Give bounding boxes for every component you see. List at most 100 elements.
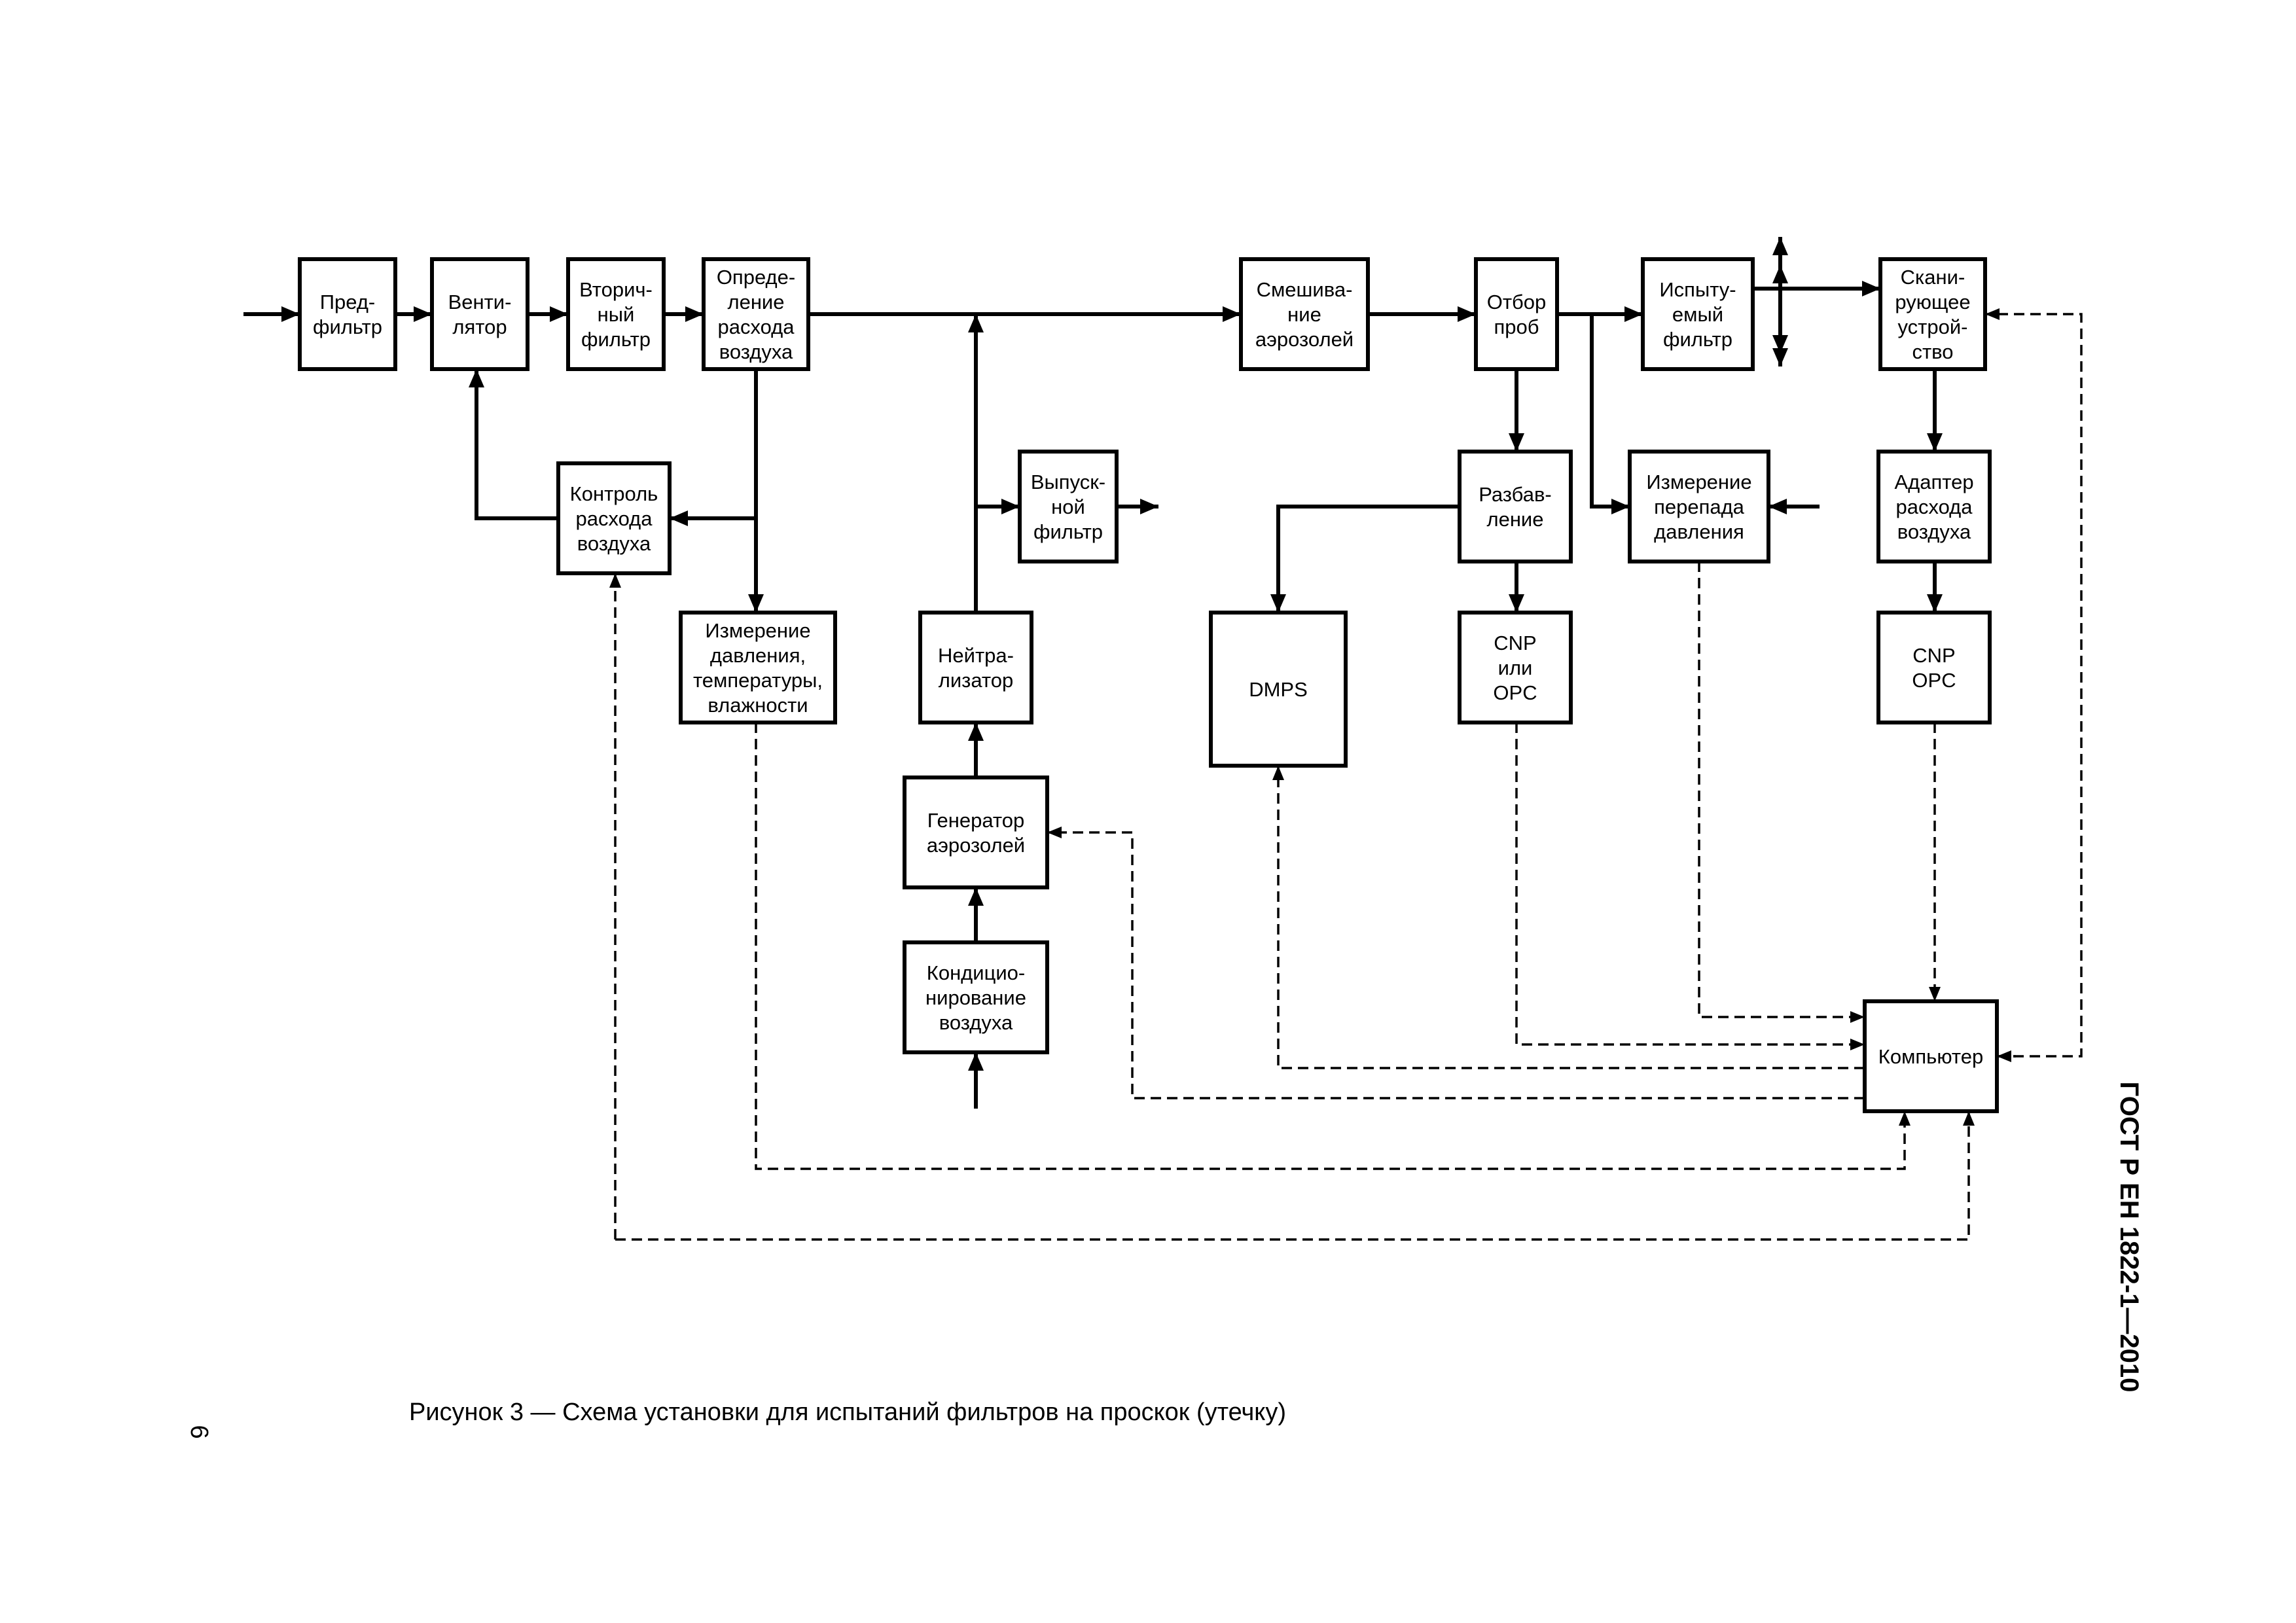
arrowhead (968, 1052, 984, 1071)
standard-designation: ГОСТ Р ЕН 1822-1—2010 (2115, 1082, 2144, 1393)
flow-control-box (556, 461, 672, 575)
mixing-label-line: ние (1287, 303, 1321, 326)
computer-block: Компьютер (1863, 999, 1999, 1113)
signal-line (1985, 313, 2083, 1058)
neutralizer-box (918, 611, 1033, 724)
neutralizer-label-line: лизатор (939, 669, 1014, 692)
aerosol-generator-label-line: аэрозолей (927, 834, 1025, 857)
arrowhead (1899, 1111, 1910, 1126)
arrowhead (1862, 281, 1880, 296)
arrowhead (1624, 306, 1643, 322)
flow-determination-label-line: воздуха (719, 340, 793, 363)
air-conditioning-label-line: воздуха (939, 1011, 1013, 1034)
scanner-box (1878, 257, 1987, 371)
arrowhead (968, 722, 984, 741)
fan-label-line: Венти- (448, 291, 512, 313)
fan-label-line: лятор (452, 315, 507, 338)
arrowhead (1001, 499, 1020, 514)
neutralizer-block: Нейтра-лизатор (918, 611, 1033, 724)
secondary-filter-label-line: фильтр (581, 328, 651, 351)
cnp-or-opc-label-line: OPC (1493, 681, 1537, 704)
computer-box (1863, 999, 1999, 1113)
dmps-box (1209, 611, 1348, 768)
scanner-label-line: рующее (1895, 291, 1970, 313)
arrowhead (609, 573, 621, 588)
arrowhead (1985, 308, 2000, 320)
flow-determination-label-line: ление (727, 291, 784, 313)
ptm-measurement-label-line: Измерение (705, 619, 810, 642)
sampling-label-line: проб (1494, 315, 1539, 338)
secondary-filter-label-line: ный (598, 303, 635, 326)
arrowhead (1509, 594, 1524, 613)
flow-control-label-line: расхода (575, 507, 653, 530)
page-number: 6 (185, 1425, 213, 1438)
arrowhead (414, 306, 432, 322)
prefilter-label-line: Пред- (320, 291, 376, 313)
fan-block: Венти-лятор (430, 257, 529, 371)
prefilter-label-line: фильтр (313, 315, 382, 338)
dilution-block: Разбав-ление (1458, 450, 1573, 563)
scanner-label-line: ство (1912, 340, 1953, 363)
test-filter-label-line: емый (1672, 303, 1723, 326)
prefilter-box (298, 257, 397, 371)
signal-line (1277, 766, 1865, 1069)
signal-line (755, 722, 1906, 1170)
cnp-or-opc-label-line: CNP (1494, 632, 1536, 654)
ptm-measurement-label-line: температуры, (693, 669, 823, 692)
arrowhead (1927, 433, 1943, 452)
test-filter-box (1641, 257, 1755, 371)
flow-determination-box (702, 257, 810, 371)
flow-determination-label-line: расхода (717, 315, 795, 338)
flow-line (1590, 314, 1630, 508)
arrowhead (748, 594, 764, 613)
sampling-label-line: Отбор (1487, 291, 1547, 313)
exhaust-filter-label-line: ной (1051, 495, 1085, 518)
pressure-drop-label-line: давления (1654, 520, 1744, 543)
arrowhead (469, 369, 484, 387)
ptm-measurement-box (679, 611, 837, 724)
exhaust-filter-label-line: фильтр (1033, 520, 1103, 543)
secondary-filter-label-line: Вторич- (579, 278, 653, 301)
air-conditioning-label-line: Кондицио- (927, 961, 1025, 984)
arrowhead (1611, 499, 1630, 514)
flow-control-label-line: Контроль (570, 482, 658, 505)
flow-adapter-label-line: Адаптер (1894, 471, 1973, 493)
scanner-label-line: Скани- (1901, 266, 1965, 289)
mixing-label-line: Смешива- (1257, 278, 1353, 301)
ptm-measurement-label-line: давления, (710, 644, 806, 667)
flow-adapter-label-line: расхода (1895, 495, 1973, 518)
arrowhead (1850, 1039, 1865, 1050)
arrowhead (281, 306, 300, 322)
signal-line (1047, 831, 1865, 1099)
computer-label-line: Компьютер (1878, 1045, 1983, 1068)
prefilter-block: Пред-фильтр (298, 257, 397, 371)
arrowhead (1223, 306, 1241, 322)
flow-line (475, 369, 558, 520)
signal-line (1698, 562, 1865, 1018)
test-filter-label-line: фильтр (1663, 328, 1732, 351)
arrowhead (1929, 987, 1941, 1001)
cnp-or-opc-label-line: или (1498, 656, 1533, 679)
cnp-or-opc-box (1458, 611, 1573, 724)
pressure-drop-box (1628, 450, 1770, 563)
arrowhead (1997, 1050, 2011, 1062)
ptm-measurement-label-line: влажности (708, 694, 808, 717)
aerosol-generator-label-line: Генератор (927, 809, 1024, 832)
arrowhead (1963, 1111, 1975, 1126)
arrowhead (670, 510, 688, 526)
arrowhead (1140, 499, 1158, 514)
arrowhead (1270, 594, 1286, 613)
neutralizer-label-line: Нейтра- (938, 644, 1014, 667)
